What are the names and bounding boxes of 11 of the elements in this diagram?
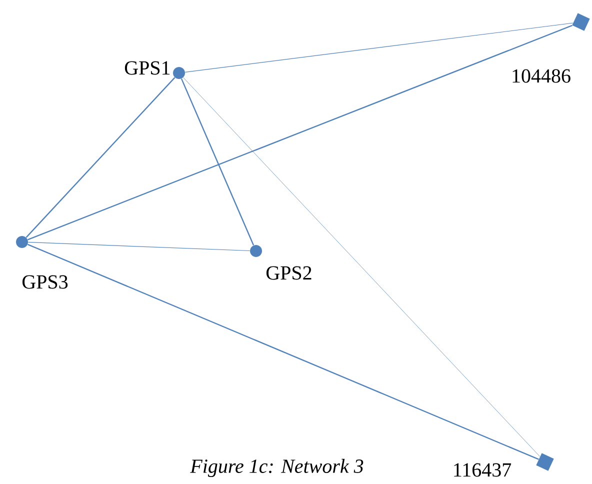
- node-label: GPS1: [124, 61, 170, 75]
- connecting-line: [183, 77, 540, 457]
- connecting-line: [28, 242, 250, 252]
- connecting-line: [28, 24, 572, 240]
- connecting-line: [180, 78, 254, 246]
- figure-caption: Figure 1c: Network 3: [190, 458, 364, 478]
- connecting-line: [26, 77, 176, 238]
- connecting-line: [28, 244, 539, 460]
- node-label: GPS3: [22, 275, 68, 289]
- connecting-line: [184, 22, 574, 72]
- node-label: GPS2: [266, 266, 312, 280]
